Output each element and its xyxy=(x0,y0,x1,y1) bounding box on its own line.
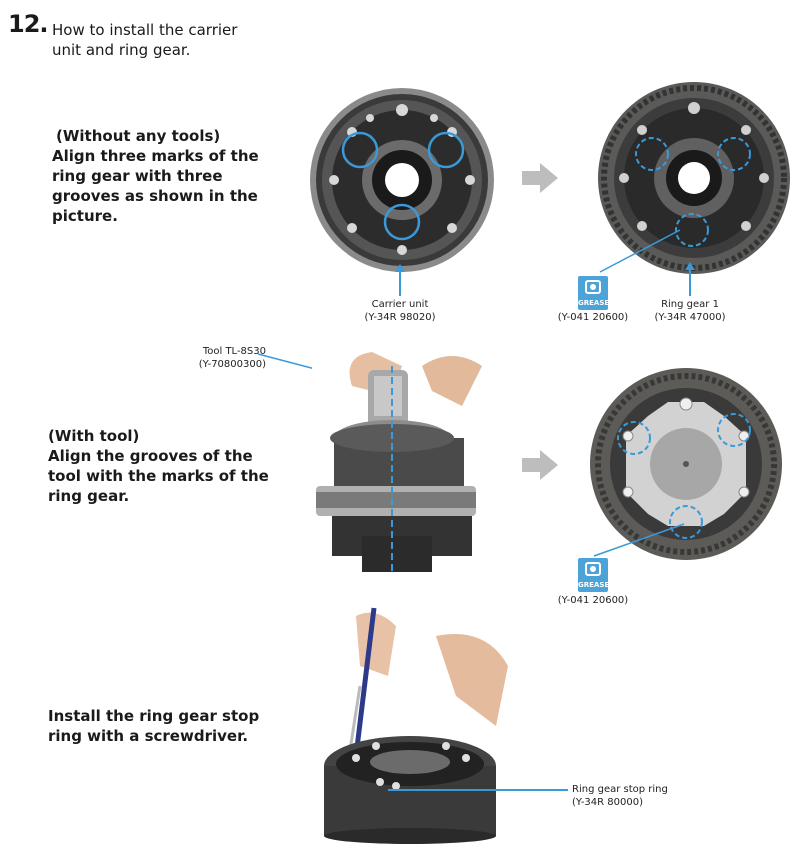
ring-gear-tool-grease-pointer xyxy=(593,523,685,557)
ring-gear-label: Ring gear 1 xyxy=(661,299,719,310)
ring-gear-pointer-head xyxy=(685,262,695,270)
screwdriver-install-photo xyxy=(316,606,512,846)
section1-instruction-line-2: Align three marks of the xyxy=(52,147,259,165)
stop-ring-label: Ring gear stop ring xyxy=(572,784,668,795)
section1-instruction-line-3: ring gear with three xyxy=(52,167,223,185)
stop-ring-code: (Y-34R 80000) xyxy=(572,797,643,808)
ring-gear-photo xyxy=(598,82,790,274)
carrier-caption: Carrier unit (Y-34R 98020) xyxy=(340,298,460,324)
stop-ring-caption: Ring gear stop ring (Y-34R 80000) xyxy=(572,783,692,809)
carrier-pointer-head xyxy=(395,264,405,272)
stop-ring-pointer xyxy=(388,789,568,791)
grease-badge-label-2: GREASE xyxy=(578,581,610,589)
step-title-line-2: unit and ring gear. xyxy=(52,41,191,59)
section2-instruction-line-1: (With tool) xyxy=(48,427,140,445)
tool-label: Tool TL-8S30 xyxy=(202,346,266,357)
grease-icon: GREASE xyxy=(578,276,610,310)
ring-gear-tool-photo xyxy=(590,368,782,560)
section3-instruction: Install the ring gear stop ring with a s… xyxy=(48,706,288,746)
section2-instruction-line-4: ring gear. xyxy=(48,487,130,505)
carrier-pointer-line xyxy=(399,268,401,296)
grease-code-1: (Y-041 20600) xyxy=(557,312,629,323)
carrier-unit-photo xyxy=(310,88,494,272)
section1-instruction-line-1: (Without any tools) xyxy=(56,127,221,145)
section1-instruction-line-4: grooves as shown in the xyxy=(52,187,258,205)
tool-code: (Y-70800300) xyxy=(198,359,266,370)
section3-instruction-line-1: Install the ring gear stop xyxy=(48,707,260,725)
section2-instruction: (With tool) Align the grooves of the too… xyxy=(48,426,288,506)
grease-icon-2: GREASE xyxy=(578,558,610,592)
grease-code-2: (Y-041 20600) xyxy=(557,595,629,606)
carrier-code: (Y-34R 98020) xyxy=(364,312,436,323)
section2-instruction-line-3: tool with the marks of the xyxy=(48,467,269,485)
arrow-right-icon-2 xyxy=(522,450,558,480)
ring-gear-code: (Y-34R 47000) xyxy=(654,312,726,323)
ring-gear-grease-pointer xyxy=(599,229,681,273)
section3-instruction-line-2: ring with a screwdriver. xyxy=(48,727,249,745)
section1-instruction: (Without any tools) Align three marks of… xyxy=(52,126,282,226)
step-title: How to install the carrier unit and ring… xyxy=(52,20,272,60)
step-number: 12. xyxy=(8,10,49,38)
carrier-label: Carrier unit xyxy=(371,299,429,310)
grease-tube-icon xyxy=(585,280,601,294)
arrow-right-icon xyxy=(522,163,558,193)
ring-gear-pointer-line xyxy=(689,266,691,296)
tool-caption: Tool TL-8S30 (Y-70800300) xyxy=(150,345,266,371)
ring-gear-caption: Ring gear 1 (Y-34R 47000) xyxy=(640,298,740,324)
tool-install-photo xyxy=(312,346,512,578)
grease-tube-icon-2 xyxy=(585,562,601,576)
section2-instruction-line-2: Align the grooves of the xyxy=(48,447,253,465)
grease-badge-label: GREASE xyxy=(578,299,610,307)
section1-instruction-line-5: picture. xyxy=(52,207,118,225)
step-title-line-1: How to install the carrier xyxy=(52,21,238,39)
